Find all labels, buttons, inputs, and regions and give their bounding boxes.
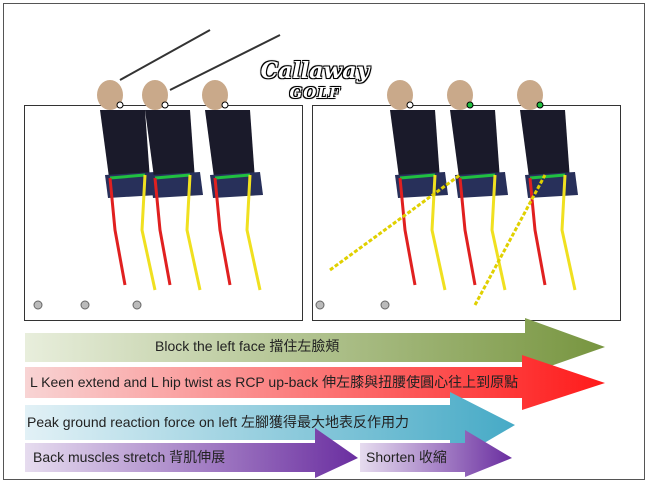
right-leg-line xyxy=(140,174,157,291)
logo-line2: GOLF xyxy=(289,84,341,102)
axis-point xyxy=(406,101,414,109)
right-leg-line xyxy=(560,174,577,291)
arrow-label-knee-extend: L Keen extend and L hip twist as RCP up-… xyxy=(30,374,519,390)
golfer-torso xyxy=(145,110,195,185)
golf-tee-ball xyxy=(380,300,390,310)
right-leg-line xyxy=(490,174,507,291)
golf-tee-ball xyxy=(315,300,325,310)
callaway-golf-logo: Callaway GOLF xyxy=(255,58,375,103)
arrow-label-ground-reaction: Peak ground reaction force on left 左腳獲得最… xyxy=(27,414,410,430)
axis-point xyxy=(221,101,229,109)
left-leg-line xyxy=(458,177,477,286)
right-leg-line xyxy=(185,174,202,291)
arrow-back-stretch xyxy=(25,428,358,478)
left-leg-line xyxy=(108,177,127,286)
golfer-head xyxy=(142,80,168,110)
golfer-head xyxy=(447,80,473,110)
axis-point xyxy=(536,101,544,109)
golfer-torso xyxy=(390,110,440,185)
arrow-label-shorten: Shorten 收縮 xyxy=(366,449,447,465)
golfer-torso xyxy=(520,110,570,185)
golfer-torso xyxy=(205,110,255,185)
hip-line xyxy=(529,173,566,180)
golf-tee-ball xyxy=(33,300,43,310)
golfer-head xyxy=(202,80,228,110)
arrow-ground-reaction xyxy=(25,392,515,463)
golfer-head xyxy=(517,80,543,110)
golfer-torso xyxy=(100,110,150,185)
axis-point xyxy=(116,101,124,109)
hip-line xyxy=(399,173,436,180)
club-path-line xyxy=(473,174,547,306)
hip-line xyxy=(459,173,496,180)
golf-club xyxy=(169,34,281,91)
left-leg-line xyxy=(153,177,172,286)
logo-line1: Callaway xyxy=(260,58,370,84)
arrow-label-block-left-face: Block the left face 擋住左臉頰 xyxy=(155,338,340,354)
outer-frame xyxy=(3,3,645,480)
hip-line xyxy=(154,173,191,180)
arrow-knee-extend xyxy=(25,355,605,410)
hip-line xyxy=(214,173,251,180)
left-leg-line xyxy=(528,177,547,286)
arrow-shorten xyxy=(360,430,512,477)
golfer-torso xyxy=(450,110,500,185)
golf-tee-ball xyxy=(132,300,142,310)
golfer-head xyxy=(387,80,413,110)
golfer-head xyxy=(97,80,123,110)
hip-line xyxy=(109,173,146,180)
left-leg-line xyxy=(398,177,417,286)
arrow-label-back-stretch: Back muscles stretch 背肌伸展 xyxy=(33,449,226,465)
golf-club xyxy=(119,29,211,81)
club-path-line xyxy=(329,173,461,272)
right-leg-line xyxy=(245,174,262,291)
left-leg-line xyxy=(213,177,232,286)
golf-tee-ball xyxy=(80,300,90,310)
axis-point xyxy=(161,101,169,109)
axis-point xyxy=(466,101,474,109)
arrow-block-left-face xyxy=(25,318,605,375)
